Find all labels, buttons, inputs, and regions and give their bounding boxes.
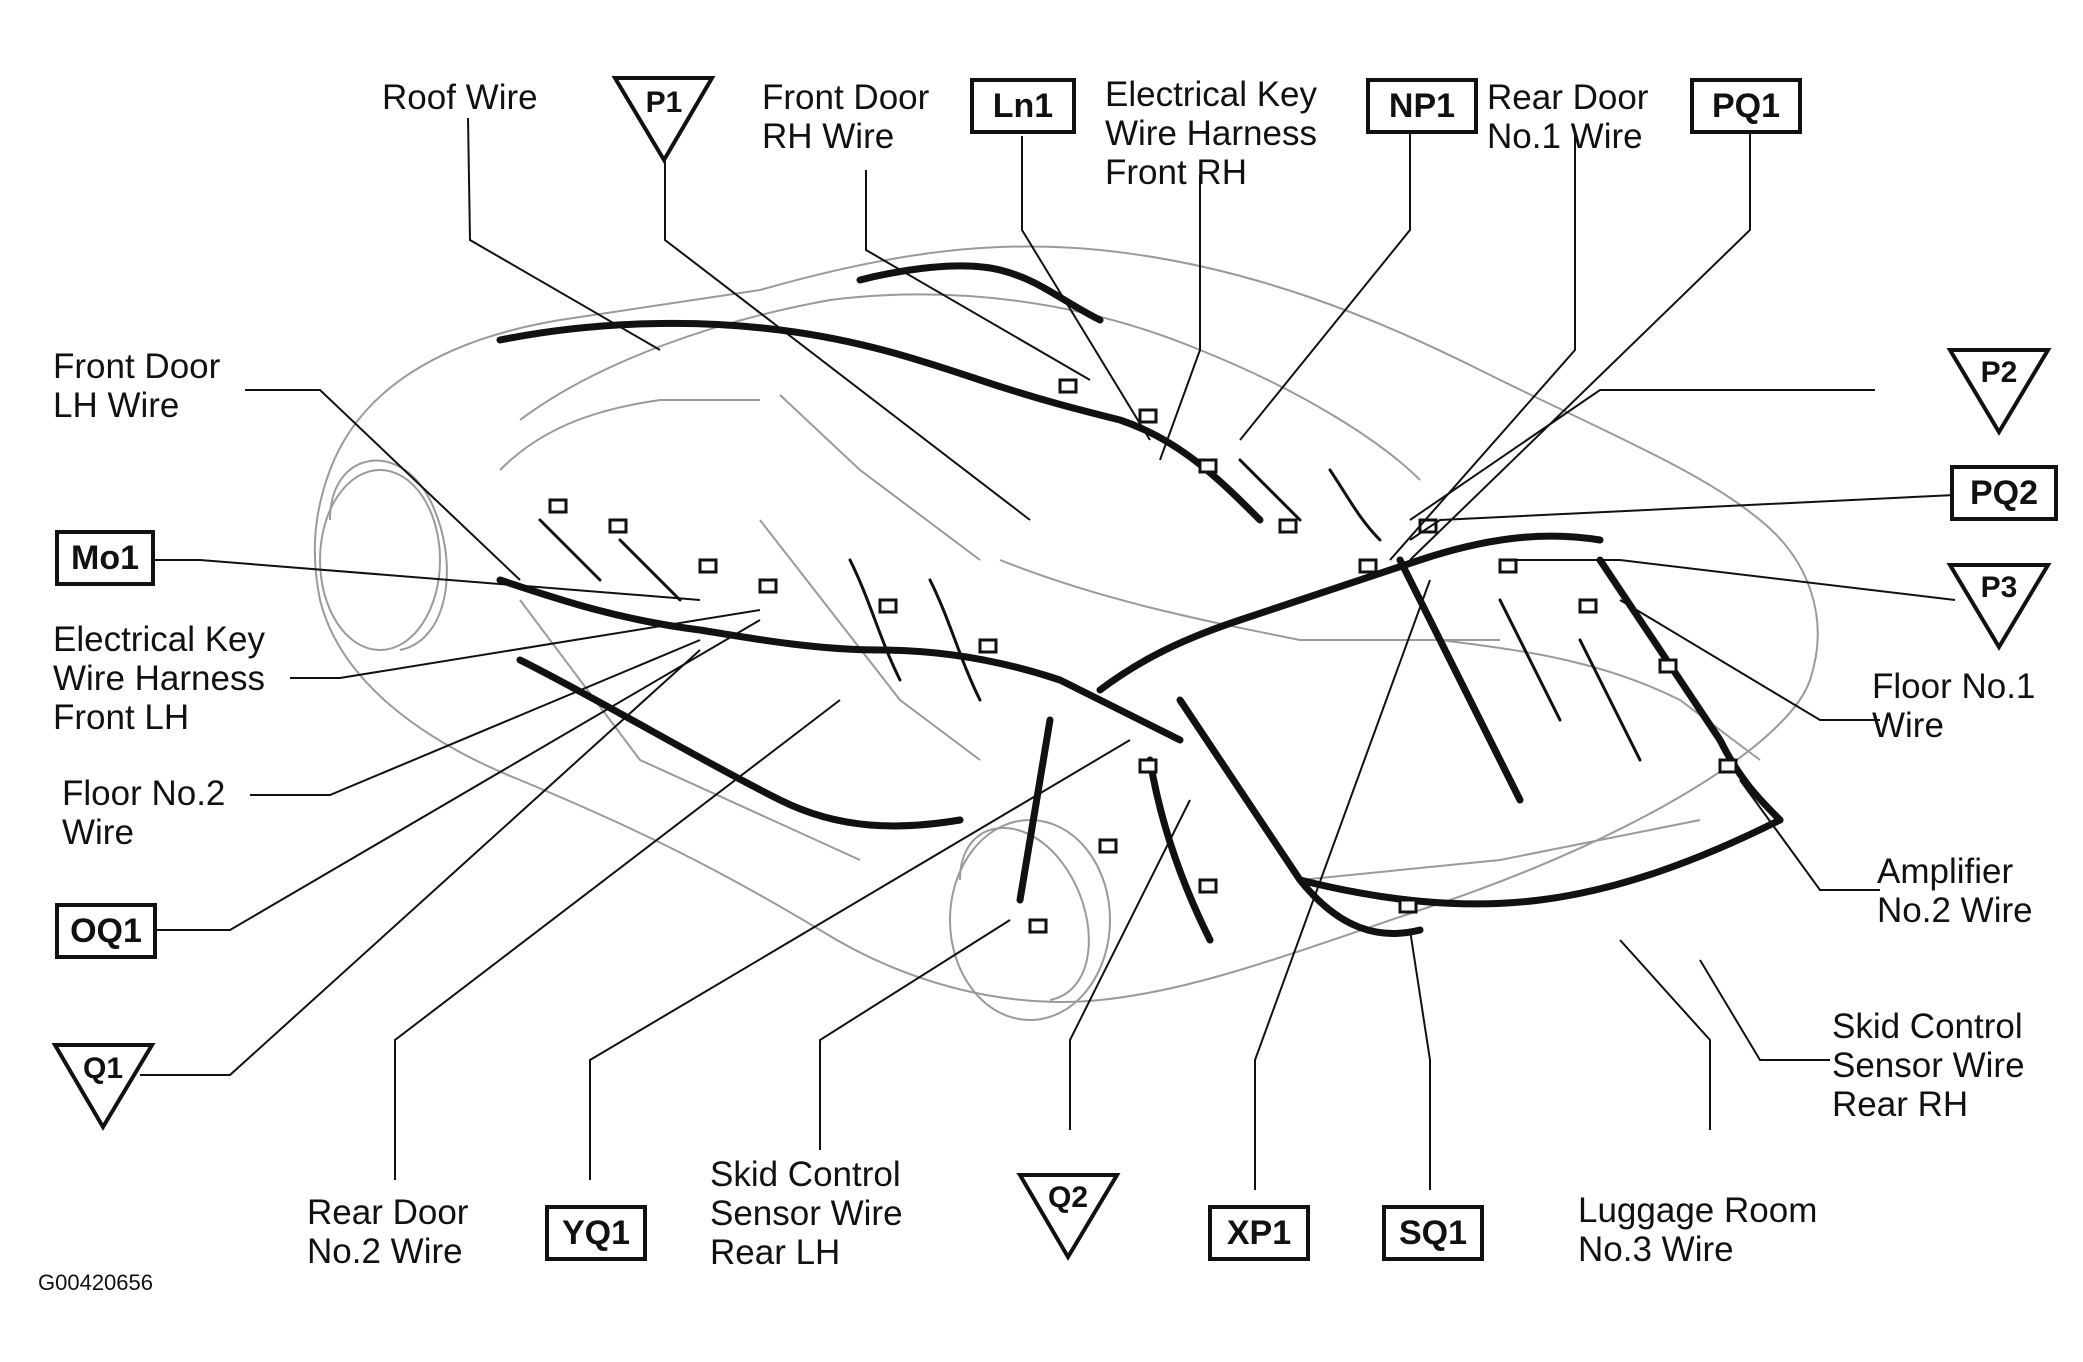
triangle-q2: Q2 bbox=[1047, 1181, 1089, 1214]
label-key-harness-front-lh: Electrical Key Wire Harness Front LH bbox=[53, 620, 266, 737]
label-roof-wire: Roof Wire bbox=[382, 78, 538, 117]
label-key-harness-front-rh: Electrical Key Wire Harness Front RH bbox=[1105, 75, 1318, 192]
connector-pq2: PQ2 bbox=[1950, 465, 2058, 521]
label-rear-door-no2-wire: Rear Door No.2 Wire bbox=[307, 1193, 469, 1271]
connector-ln1: Ln1 bbox=[970, 78, 1076, 134]
triangle-p3: P3 bbox=[1980, 571, 2018, 604]
figure-id: G00420656 bbox=[38, 1270, 153, 1295]
connector-pq1: PQ1 bbox=[1690, 78, 1802, 134]
label-front-door-rh-wire: Front Door RH Wire bbox=[762, 78, 930, 156]
label-skid-control-rear-rh: Skid Control Sensor Wire Rear RH bbox=[1832, 1007, 2025, 1124]
triangle-q1-shape bbox=[51, 1043, 156, 1131]
connector-mo1: Mo1 bbox=[55, 530, 155, 586]
triangle-p2-shape bbox=[1946, 348, 2052, 436]
triangle-p1-shape bbox=[611, 76, 716, 164]
label-floor-no1-wire: Floor No.1 Wire bbox=[1872, 667, 2036, 745]
label-skid-control-rear-lh: Skid Control Sensor Wire Rear LH bbox=[710, 1155, 903, 1272]
label-amplifier-no2-wire: Amplifier No.2 Wire bbox=[1877, 852, 2033, 930]
connector-yq1: YQ1 bbox=[545, 1205, 647, 1261]
label-floor-no2-wire: Floor No.2 Wire bbox=[62, 774, 226, 852]
triangle-p1: P1 bbox=[645, 86, 683, 119]
triangle-p2: P2 bbox=[1980, 356, 2018, 389]
label-front-door-lh-wire: Front Door LH Wire bbox=[53, 347, 221, 425]
triangle-q2-shape bbox=[1016, 1173, 1121, 1261]
triangle-p3-shape bbox=[1946, 563, 2052, 651]
label-luggage-room-no3-wire: Luggage Room No.3 Wire bbox=[1578, 1191, 1818, 1269]
label-rear-door-no1-wire: Rear Door No.1 Wire bbox=[1487, 78, 1649, 156]
connector-oq1: OQ1 bbox=[55, 903, 157, 959]
connector-sq1: SQ1 bbox=[1382, 1205, 1484, 1261]
connector-xp1: XP1 bbox=[1208, 1205, 1310, 1261]
triangle-q1: Q1 bbox=[82, 1052, 124, 1085]
connector-np1: NP1 bbox=[1366, 78, 1478, 134]
